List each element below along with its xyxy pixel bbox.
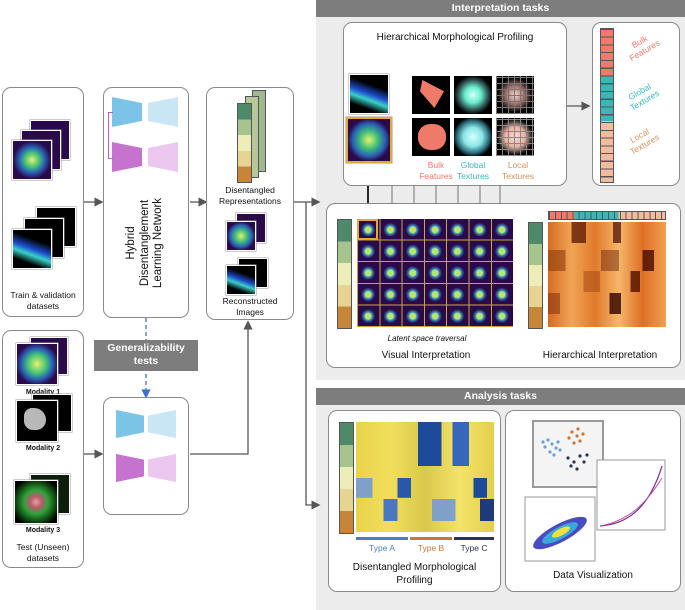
train-label-line1: Train & validation — [10, 290, 76, 300]
type-b-label: Type B — [417, 543, 445, 553]
visual-interpretation-label: Visual Interpretation — [381, 350, 471, 361]
representations-label-line1: Disentangled — [225, 185, 275, 195]
data-visualization-label: Data Visualization — [553, 570, 633, 581]
test-label-line2: datasets — [26, 553, 60, 563]
generalizability-tests-badge: Generalizability tests — [94, 340, 198, 371]
network-encoder-bottom — [112, 142, 142, 172]
bulk-feature-shape-bottom — [418, 124, 446, 150]
latent-traversal-grid — [357, 219, 513, 327]
analysis-latent-vector — [339, 422, 354, 534]
reconstructed-label-line2: Images — [236, 307, 264, 317]
modality2-label: Modality 2 — [25, 445, 61, 452]
network-decoder-bottom — [148, 142, 178, 172]
train-image-cell-green — [12, 140, 52, 180]
traversal-latent-vector — [337, 219, 352, 329]
profiling-source-cell — [346, 117, 392, 163]
reconstructed-label-line1: Reconstructed — [222, 296, 278, 306]
profiling-local-line1: Local — [507, 160, 529, 170]
morphological-profiling-line1: Disentangled Morphological — [352, 562, 477, 573]
modality1-label: Modality 1 — [25, 389, 61, 396]
scatter-type-c — [566, 453, 589, 471]
morphological-profiling-line2: Profiling — [396, 575, 433, 586]
hierarchical-profiling-title: Hierarchical Morphological Profiling — [376, 32, 534, 43]
analysis-tasks-banner: Analysis tasks — [316, 388, 685, 405]
trend-curve-1 — [599, 465, 663, 527]
modality3-label: Modality 3 — [25, 527, 61, 534]
density-core — [552, 526, 570, 538]
type-c-bar — [454, 537, 494, 540]
generalizability-line1: Generalizability — [107, 342, 185, 354]
profiling-bulk-line1: Bulk — [427, 160, 445, 170]
hierarchical-interpretation-label: Hierarchical Interpretation — [542, 350, 658, 361]
heatmap-latent-vector — [528, 222, 543, 329]
latent-traversal-label: Latent space traversal — [387, 334, 467, 343]
network-link-line — [108, 112, 113, 159]
modality3-image — [14, 480, 58, 524]
profiling-local-line2: Textures — [501, 171, 535, 181]
reconstructed-image-blue — [226, 265, 256, 295]
hierarchical-heatmap — [548, 222, 666, 327]
type-clustered-heatmap — [356, 422, 494, 532]
modality1-image — [16, 343, 58, 385]
type-a-bar — [356, 537, 408, 540]
network-encoder-top — [112, 97, 142, 127]
global-texture-tile-bottom — [454, 118, 492, 156]
scatter-type-a — [541, 438, 562, 457]
train-image-cell-blue — [12, 229, 52, 269]
interpretation-tasks-banner: Interpretation tasks — [316, 0, 685, 17]
type-b-bar — [410, 537, 452, 540]
representations-label-line2: Representations — [219, 196, 281, 206]
heatmap-feature-bar — [548, 211, 666, 220]
local-texture-tile-bottom — [496, 118, 534, 156]
feature-vector — [600, 28, 614, 183]
local-texture-tile-top — [496, 76, 534, 114]
profiling-global-line2: Textures — [456, 171, 490, 181]
cluster-scatter-plot — [532, 420, 604, 488]
profiling-source-blue — [349, 74, 389, 114]
profiling-bulk-line2: Features — [419, 171, 453, 181]
type-a-label: Type A — [369, 543, 395, 553]
reconstructed-image-cell — [226, 221, 256, 251]
generalizability-line2: tests — [133, 355, 159, 367]
train-label-line2: datasets — [26, 301, 60, 311]
global-texture-tile-top — [454, 76, 492, 114]
network-decoder-top — [148, 97, 178, 127]
profiling-global-line1: Global — [460, 160, 486, 170]
representation-vector — [237, 103, 252, 183]
scatter-type-b — [567, 427, 585, 445]
modality2-cell-shape — [24, 408, 46, 430]
type-c-label: Type C — [460, 543, 488, 553]
traversal-highlight-cell — [357, 219, 378, 240]
trend-curve-plot — [596, 459, 666, 531]
trend-curve-2 — [599, 477, 663, 527]
test-label-line1: Test (Unseen) — [16, 542, 70, 552]
